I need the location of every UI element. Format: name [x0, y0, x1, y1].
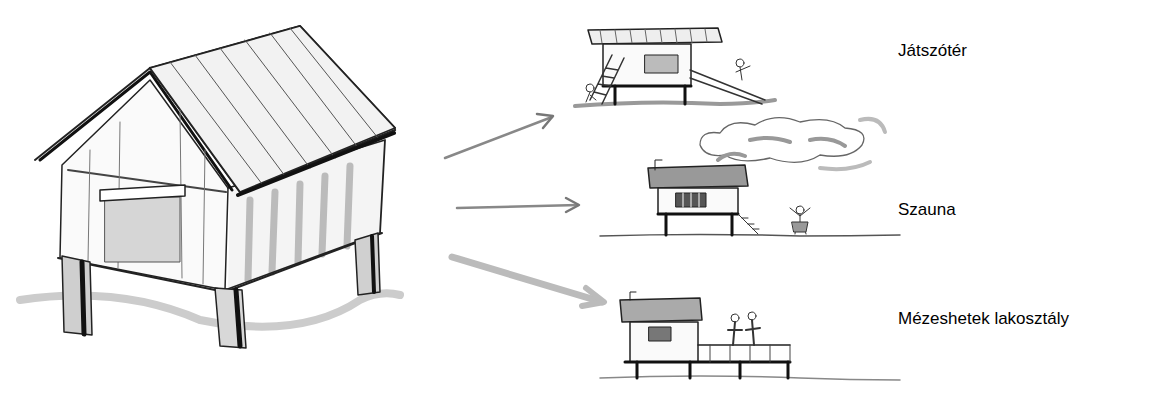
- transform-arrow-stroke: [537, 114, 553, 128]
- sauna-sketch-stroke: [683, 193, 699, 207]
- big-hut-stroke: [105, 197, 180, 262]
- suite-sketch-stroke: [649, 327, 671, 341]
- playground-sketch-stroke: [645, 55, 678, 73]
- caption-label: Játszótér: [898, 41, 967, 61]
- playground-sketch-stroke: [600, 29, 707, 43]
- sauna-sketch-stroke: [600, 235, 900, 237]
- sauna-sketch-stroke: [658, 213, 738, 216]
- playground-sketch-stroke: [736, 66, 750, 80]
- sauna-sketch-stroke: [666, 214, 732, 235]
- playground-sketch-stroke: [588, 28, 722, 44]
- big-hut-stroke: [100, 185, 185, 201]
- big-hut-stroke: [88, 110, 205, 284]
- suite-sketch-stroke: [600, 376, 900, 380]
- transform-arrow-stroke: [457, 205, 578, 208]
- caption-label: Szauna: [898, 200, 956, 220]
- big-hut-stroke: [215, 288, 246, 348]
- playground-sketch: [575, 28, 775, 106]
- sauna-sketch-stroke: [700, 118, 864, 163]
- playground-sketch-stroke: [690, 70, 765, 104]
- suite-sketch-stroke: [748, 312, 756, 320]
- suite-sketch-stroke: [620, 298, 702, 322]
- transform-arrow-stroke: [582, 288, 604, 306]
- big-hut-stroke: [170, 28, 378, 184]
- sauna-sketch-stroke: [820, 119, 885, 169]
- sauna-sketch-stroke: [718, 138, 845, 160]
- sauna-sketch-stroke: [790, 208, 810, 234]
- playground-sketch-stroke: [615, 86, 685, 104]
- suite-sketch-stroke: [630, 292, 636, 300]
- suite-sketch: [600, 292, 900, 380]
- big-hut-stroke: [62, 256, 92, 335]
- transform-arrow-stroke: [452, 257, 602, 302]
- transform-arrow-stroke: [566, 198, 579, 212]
- transform-arrow-stroke: [445, 117, 552, 158]
- playground-sketch-stroke: [586, 84, 594, 92]
- caption-label: Mézeshetek lakosztály: [898, 309, 1069, 329]
- sauna-sketch: [600, 118, 900, 236]
- big-hut: [20, 26, 400, 348]
- suite-sketch-stroke: [637, 362, 788, 378]
- suite-sketch-stroke: [698, 344, 790, 346]
- sauna-sketch-stroke: [655, 160, 662, 170]
- big-hut-stroke: [82, 262, 84, 334]
- big-hut-stroke: [58, 233, 382, 292]
- suite-sketch-stroke: [625, 361, 790, 364]
- playground-sketch-stroke: [590, 55, 624, 104]
- sauna-sketch-stroke: [796, 206, 804, 214]
- sauna-sketch-stroke: [676, 193, 706, 207]
- suite-sketch-stroke: [630, 322, 698, 362]
- playground-sketch-stroke: [575, 100, 775, 106]
- suite-sketch-stroke: [746, 320, 760, 345]
- big-hut-stroke: [238, 133, 394, 195]
- big-hut-stroke: [40, 72, 232, 190]
- transform-arrow: [445, 114, 604, 306]
- suite-sketch-stroke: [731, 314, 739, 322]
- big-hut-stroke: [372, 236, 374, 292]
- sauna-sketch-stroke: [658, 188, 738, 214]
- big-hut-stroke: [355, 233, 380, 295]
- sauna-sketch-stroke: [738, 214, 759, 234]
- big-hut-stroke: [236, 290, 240, 346]
- suite-sketch-stroke: [710, 345, 790, 362]
- playground-sketch-stroke: [736, 59, 744, 67]
- big-hut-stroke: [150, 26, 395, 192]
- playground-sketch-stroke: [586, 92, 596, 102]
- suite-sketch-stroke: [728, 322, 742, 345]
- sauna-sketch-stroke: [792, 222, 808, 232]
- sauna-sketch-stroke: [648, 165, 748, 188]
- playground-sketch-stroke: [603, 44, 691, 86]
